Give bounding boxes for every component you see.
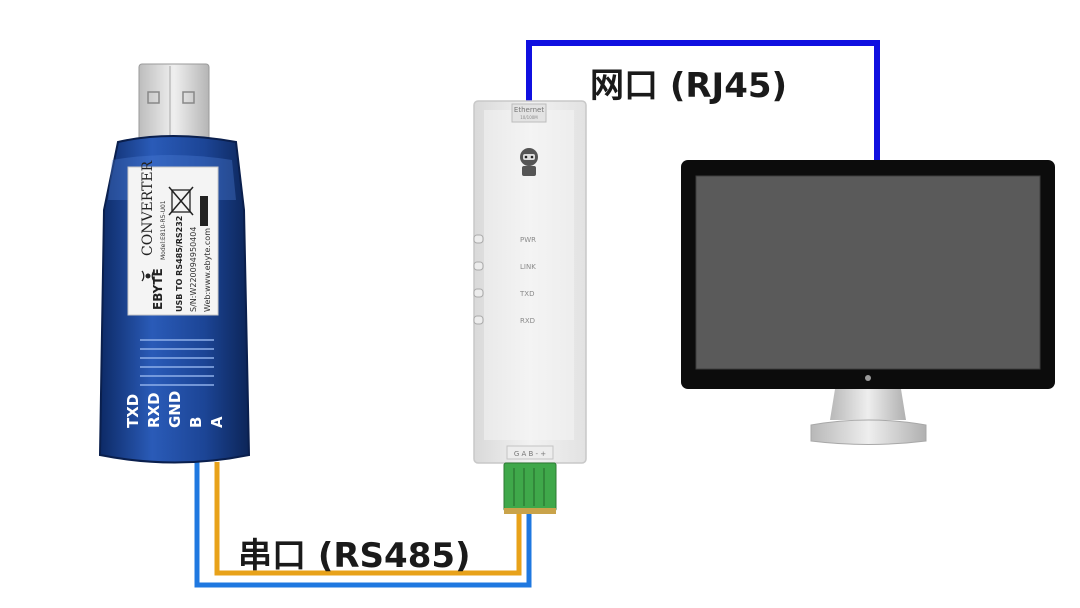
ethernet-port: [511, 103, 547, 123]
usb-web: Web:www.ebyte.com: [203, 228, 212, 312]
usb-title: CONVERTER: [140, 160, 156, 256]
usb-brand: EBYTE: [151, 268, 165, 310]
apple-logo-icon: [865, 375, 871, 381]
monitor-foot: [810, 419, 927, 445]
terminal-label: G A B - +: [514, 450, 546, 458]
serial-cable-orange: [214, 462, 522, 576]
usb-description: USB TO RS485/RS232: [175, 216, 184, 312]
led-indicators: [473, 234, 484, 325]
ethernet-port-speed: 10/100M: [520, 115, 538, 120]
usb-pin-label: A: [208, 416, 226, 428]
serial-port-label: 串口 (RS485): [238, 536, 471, 576]
ethernet-port-label: Ethernet: [514, 106, 544, 114]
led-label: RXD: [520, 317, 535, 325]
usb-model: Model:E810-R5-U01: [160, 200, 167, 260]
ethernet-module: Ethernet 10/100M PWR LINK TXD RXD G A B …: [473, 100, 587, 514]
usb-pin-labels: TXD RXD GND B A: [124, 391, 226, 428]
network-port-label: 网口 (RJ45): [590, 66, 788, 106]
led-icon: [473, 261, 484, 271]
led-label: PWR: [520, 236, 536, 244]
usb-pin-label: B: [187, 417, 205, 428]
led-icon: [473, 315, 484, 325]
led-label: TXD: [519, 290, 534, 298]
led-icon: [473, 234, 484, 244]
usb-pin-label: RXD: [145, 392, 163, 428]
usb-pin-label: GND: [166, 391, 184, 428]
monitor-stand: [830, 389, 906, 420]
led-icon: [473, 288, 484, 298]
usb-serial-number: S/N:W220094950404: [189, 227, 198, 312]
serial-cable-blue: [194, 462, 532, 588]
usb-plug: [138, 63, 210, 145]
ebyte-logo-icon: [141, 270, 155, 282]
usb-converter: [98, 63, 251, 464]
terminal-label-strip: [506, 445, 554, 460]
weee-bin-icon: [168, 186, 194, 216]
usb-pin-label: TXD: [124, 394, 142, 428]
monitor: [681, 160, 1055, 445]
led-label: LINK: [520, 263, 536, 271]
network-cable: [526, 40, 880, 162]
terminal-block: [503, 462, 557, 512]
monitor-screen: [696, 176, 1040, 369]
robot-logo-icon: [520, 148, 538, 176]
